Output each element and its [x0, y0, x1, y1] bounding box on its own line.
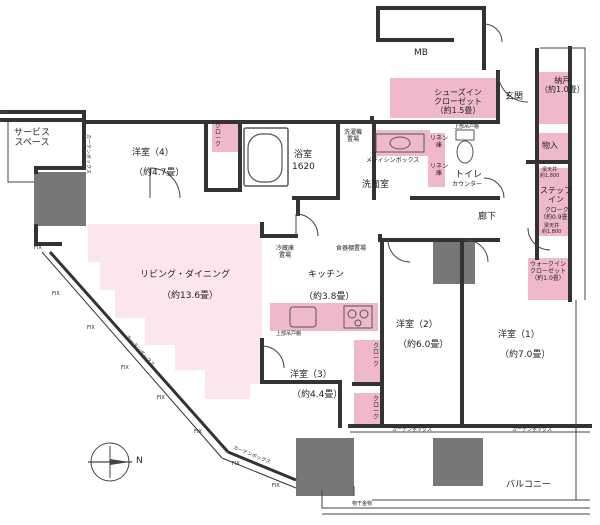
kitchen-fixtures	[289, 305, 373, 329]
label-fix-4: FIX	[121, 365, 129, 371]
label-fix-6: FIX	[194, 429, 202, 435]
room-label-linen-1: リネン 庫	[430, 135, 449, 149]
bath-tub	[243, 127, 289, 187]
pink-storage-areas	[212, 72, 570, 426]
kitchen-counter-fill	[270, 303, 378, 331]
label-upper-cabinet-toilet: 上部吊戸棚	[454, 124, 480, 130]
label-ceiling-height-1: 梁天井 約1,800	[540, 167, 560, 179]
label-laundry-rail: 物干金物	[352, 501, 373, 507]
label-upper-cabinet-kitchen: 上部吊戸棚	[276, 331, 302, 337]
room-label-shoes-in-closet: シューズイン クローゼット （約1.5畳）	[434, 88, 482, 116]
room-label-western1: 洋室（1）	[498, 330, 540, 340]
label-curtain-box-1: カーテンボックス	[392, 427, 432, 433]
label-ceiling-height-2: 梁天井 約1,800	[542, 223, 562, 235]
room-label-western2: 洋室（2）	[396, 320, 438, 330]
room-label-medicine-box: メディシンボックス	[366, 157, 420, 164]
north-label: N	[136, 456, 143, 466]
label-fix-2: FIX	[52, 291, 60, 297]
shoes-in-closet-fill	[390, 78, 498, 118]
column	[34, 172, 86, 226]
linen-fill	[428, 133, 445, 187]
label-dish-storage: 食器棚置場	[336, 245, 367, 252]
room-label-storage: 物入	[542, 141, 558, 150]
room-label-cloak-b: クローク	[372, 396, 379, 421]
room-label-bath-size: 1620	[292, 162, 315, 172]
cloak-w4-fill	[212, 122, 240, 152]
label-fix-5: FIX	[157, 395, 165, 401]
thin-lines	[0, 47, 590, 515]
room-label-step-in: ステップ イン	[540, 186, 572, 205]
room-label-mb: MB	[414, 48, 428, 58]
column	[433, 242, 475, 284]
step-in-closet-fill	[537, 168, 569, 236]
label-fix-7: FIX	[232, 461, 240, 467]
room-label-western4-area: （約4.7畳）	[134, 168, 185, 178]
structural-columns	[34, 172, 483, 496]
room-label-cloak-w4: クローク	[214, 123, 221, 148]
cloak-a-fill	[354, 340, 381, 384]
room-label-kitchen-area: （約3.8畳）	[304, 292, 355, 302]
label-curtain-box-3: カーテンボックス	[85, 134, 91, 174]
walkin-closet-fill	[528, 258, 570, 300]
label-fix-8: FIX	[272, 483, 280, 489]
wash-basin	[375, 133, 425, 153]
room-label-linen-2: リネン 庫	[430, 163, 449, 177]
room-label-counter: カウンター	[452, 181, 483, 188]
cloak-b-fill	[354, 393, 381, 426]
room-label-walkin-closet: ウォークイン クローゼット （約1.0畳）	[530, 261, 567, 282]
storage-fill	[537, 133, 569, 161]
window-wall	[41, 251, 297, 489]
room-label-hallway: 廊下	[478, 212, 497, 222]
doors	[149, 23, 551, 369]
label-curtain-box-2: カーテンボックス	[512, 427, 552, 433]
room-label-cloak-a: クローク	[372, 343, 379, 368]
label-fix-3: FIX	[87, 325, 95, 331]
label-fix-1: FIX	[34, 245, 42, 251]
room-label-nando: 納戸 （約1.0畳）	[540, 76, 585, 95]
walls	[0, 6, 592, 428]
room-label-genkan: 玄関	[505, 92, 524, 102]
room-label-western1-area: （約7.0畳）	[500, 350, 551, 360]
room-label-western2-area: （約6.0畳）	[398, 340, 449, 350]
column	[296, 438, 354, 496]
room-label-western3-area: （約4.4畳）	[292, 390, 343, 400]
room-label-living-area: （約13.6畳）	[162, 291, 219, 301]
column	[433, 438, 483, 486]
room-label-balcony: バルコニー	[506, 480, 551, 490]
room-label-toilet: トイレ	[455, 170, 483, 180]
room-label-washer-space: 洗濯機 置場	[344, 129, 363, 143]
room-label-living: リビング・ダイニング	[140, 270, 231, 280]
label-fridge-space: 冷蔵庫 置場	[276, 245, 295, 259]
room-label-western4: 洋室（4）	[132, 148, 174, 158]
room-label-bath: 浴室	[294, 150, 313, 160]
room-label-washroom: 洗面室	[362, 180, 390, 190]
toilet-fixture	[455, 129, 475, 164]
north-arrow	[88, 442, 132, 482]
living-area-fill	[88, 224, 262, 399]
nando-fill	[537, 72, 569, 124]
room-label-kitchen: キッチン	[308, 270, 345, 280]
room-label-western3: 洋室（3）	[290, 370, 332, 380]
room-label-service-space: サービス スペース	[14, 128, 51, 149]
room-label-closet-09: クローク （約0.9畳）	[540, 207, 574, 221]
